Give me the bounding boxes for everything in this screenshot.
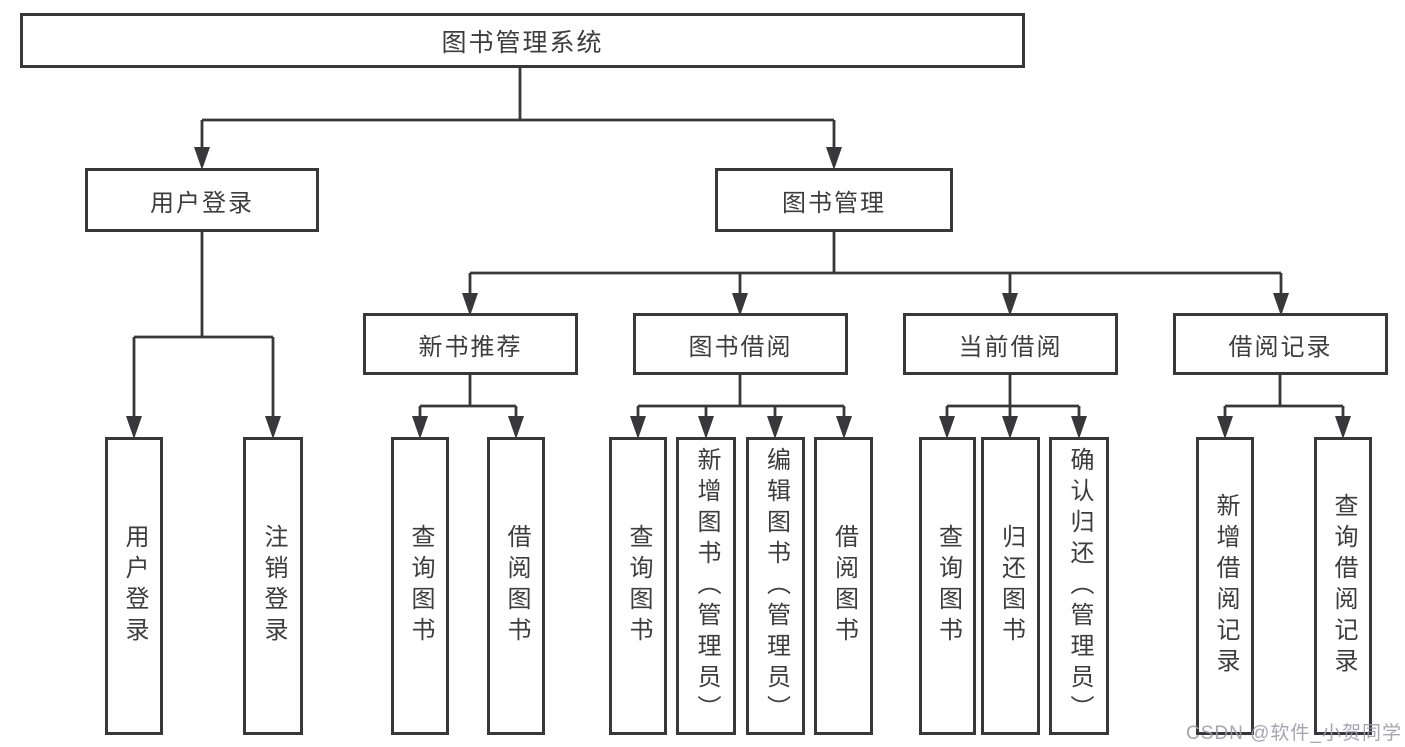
node-label: 图书管理系统: [441, 28, 604, 57]
node-book-management: 图书管理: [715, 168, 953, 232]
leaf-current-confirm-return-admin: 确认归还（管理员）: [1049, 437, 1109, 735]
connector-path: [132, 68, 1345, 432]
leaf-logout: 注销登录: [243, 437, 303, 735]
leaf-label: 注销登录: [260, 524, 287, 648]
leaf-current-return-books: 归还图书: [981, 437, 1040, 735]
node-label: 新书推荐: [418, 333, 523, 361]
node-label: 图书管理: [782, 189, 886, 217]
node-library-management-system: 图书管理系统: [20, 13, 1025, 68]
leaf-label: 借阅图书: [830, 524, 858, 648]
leaf-records-add-record: 新增借阅记录: [1196, 437, 1254, 735]
leaf-label: 查询图书: [407, 524, 434, 648]
node-user-login: 用户登录: [85, 168, 319, 232]
leaf-borrowing-borrow-books: 借阅图书: [814, 437, 873, 735]
leaf-label: 查询借阅记录: [1330, 493, 1357, 679]
leaf-borrowing-add-books-admin: 新增图书（管理员）: [676, 437, 736, 735]
node-label: 当前借阅: [958, 333, 1063, 361]
leaf-label: 编辑图书（管理员）: [762, 446, 790, 726]
leaf-recommend-borrow-books: 借阅图书: [487, 437, 545, 735]
arrowheads: [126, 147, 1351, 439]
node-label: 用户登录: [150, 189, 254, 217]
leaf-label: 新增借阅记录: [1212, 493, 1239, 679]
leaf-recommend-query-books: 查询图书: [391, 437, 449, 735]
leaf-borrowing-query-books: 查询图书: [609, 437, 667, 735]
node-new-book-recommend: 新书推荐: [363, 313, 578, 375]
leaf-current-query-books: 查询图书: [919, 437, 976, 735]
leaf-records-query-record: 查询借阅记录: [1314, 437, 1372, 735]
leaf-label: 借阅图书: [503, 524, 530, 648]
leaf-user-login: 用户登录: [105, 437, 163, 735]
csdn-watermark: CSDN @软件_小贺同学: [1186, 723, 1402, 744]
node-current-borrowing: 当前借阅: [903, 313, 1118, 375]
node-label: 借阅记录: [1228, 333, 1333, 361]
node-borrowing-records: 借阅记录: [1173, 313, 1388, 375]
leaf-label: 查询图书: [625, 524, 652, 648]
leaf-label: 用户登录: [121, 524, 148, 648]
leaf-label: 确认归还（管理员）: [1066, 446, 1093, 726]
leaf-label: 新增图书（管理员）: [693, 446, 720, 726]
leaf-label: 归还图书: [997, 524, 1025, 648]
leaf-label: 查询图书: [934, 524, 962, 648]
leaf-borrowing-edit-books-admin: 编辑图书（管理员）: [746, 437, 805, 735]
node-label: 图书借阅: [688, 333, 793, 361]
node-book-borrowing: 图书借阅: [633, 313, 848, 375]
